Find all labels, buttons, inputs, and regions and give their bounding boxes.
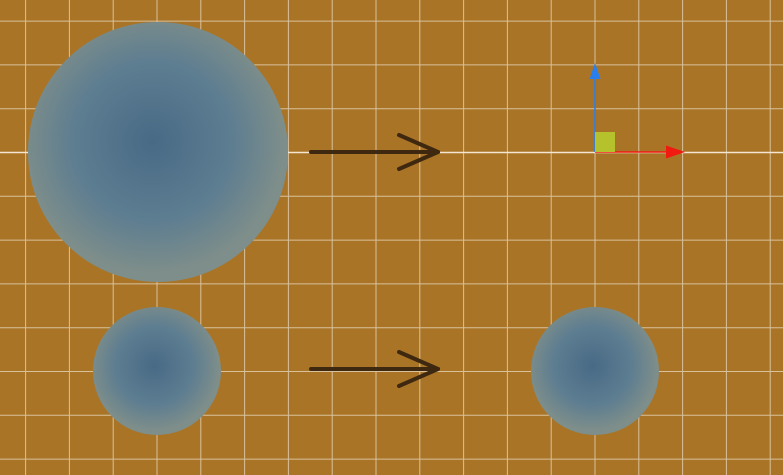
arrow-bottom-head xyxy=(397,350,440,388)
sphere-small-left[interactable] xyxy=(93,307,221,435)
sphere-small-right[interactable] xyxy=(531,307,659,435)
arrow-top xyxy=(309,133,440,171)
sphere-large[interactable] xyxy=(28,22,288,282)
arrow-bottom xyxy=(309,350,440,388)
plane-handle-icon[interactable] xyxy=(595,132,615,152)
translate-gizmo[interactable] xyxy=(589,63,686,159)
y-axis-arrow-icon[interactable] xyxy=(589,63,601,79)
x-axis-arrow-icon[interactable] xyxy=(666,145,685,159)
arrow-top-head xyxy=(397,133,440,171)
